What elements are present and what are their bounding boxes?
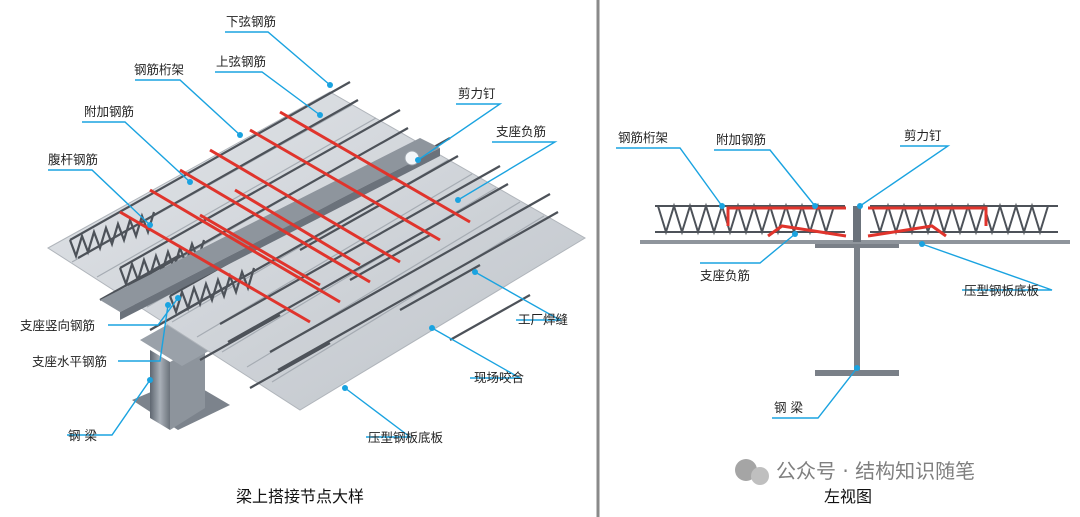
label-additional-rebar: 附加钢筋 (84, 104, 134, 119)
right-leaders (616, 145, 1053, 419)
right-labels: 钢筋桁架 附加钢筋 剪力钉 支座负筋 压型钢板底板 钢 梁 (618, 128, 1040, 415)
rv-label-additional-rebar: 附加钢筋 (716, 132, 766, 147)
right-leader-dots (719, 203, 925, 371)
label-factory-weld: 工厂焊缝 (518, 312, 568, 327)
red-rebars-3d (119, 110, 471, 324)
label-steel-beam: 钢 梁 (68, 428, 97, 443)
red-rebars-2d (726, 206, 988, 238)
label-support-negative-rebar: 支座负筋 (496, 124, 546, 139)
label-shear-stud: 剪力钉 (458, 86, 496, 101)
right-caption: 左视图 (824, 487, 872, 506)
rv-label-deck-plate: 压型钢板底板 (964, 283, 1040, 298)
support-assembly-3d (100, 138, 440, 320)
left-caption: 梁上搭接节点大样 (236, 487, 364, 506)
watermark: 公众号 · 结构知识随笔 (735, 459, 975, 485)
rv-label-support-negative-rebar: 支座负筋 (700, 268, 750, 283)
label-deck-plate: 压型钢板底板 (368, 430, 444, 445)
label-web-rebar: 腹杆钢筋 (48, 152, 98, 167)
steel-beam-web (854, 246, 860, 372)
steel-beam-top-flange (815, 242, 899, 248)
rv-label-steel-beam: 钢 梁 (774, 400, 803, 415)
label-site-seam: 现场咬合 (474, 370, 525, 385)
steel-beam-bottom-flange (815, 370, 899, 376)
shear-stud-2d (853, 206, 861, 242)
left-labels: 下弦钢筋 钢筋桁架 上弦钢筋 剪力钉 附加钢筋 支座负筋 腹杆钢筋 支座竖向钢筋… (20, 14, 568, 445)
left-3d-detail (47, 81, 586, 430)
left-leader-dots (147, 82, 478, 391)
watermark-text: 公众号 · 结构知识随笔 (776, 459, 975, 483)
label-support-horizontal-rebar: 支座水平钢筋 (32, 354, 107, 369)
left-leaders (48, 31, 563, 438)
label-truss: 钢筋桁架 (134, 62, 184, 77)
rv-label-truss: 钢筋桁架 (618, 130, 668, 145)
rv-label-shear-stud: 剪力钉 (904, 128, 942, 143)
label-upper-chord: 上弦钢筋 (216, 54, 266, 69)
label-lower-chord: 下弦钢筋 (226, 14, 276, 29)
label-support-vertical-rebar: 支座竖向钢筋 (20, 318, 95, 333)
